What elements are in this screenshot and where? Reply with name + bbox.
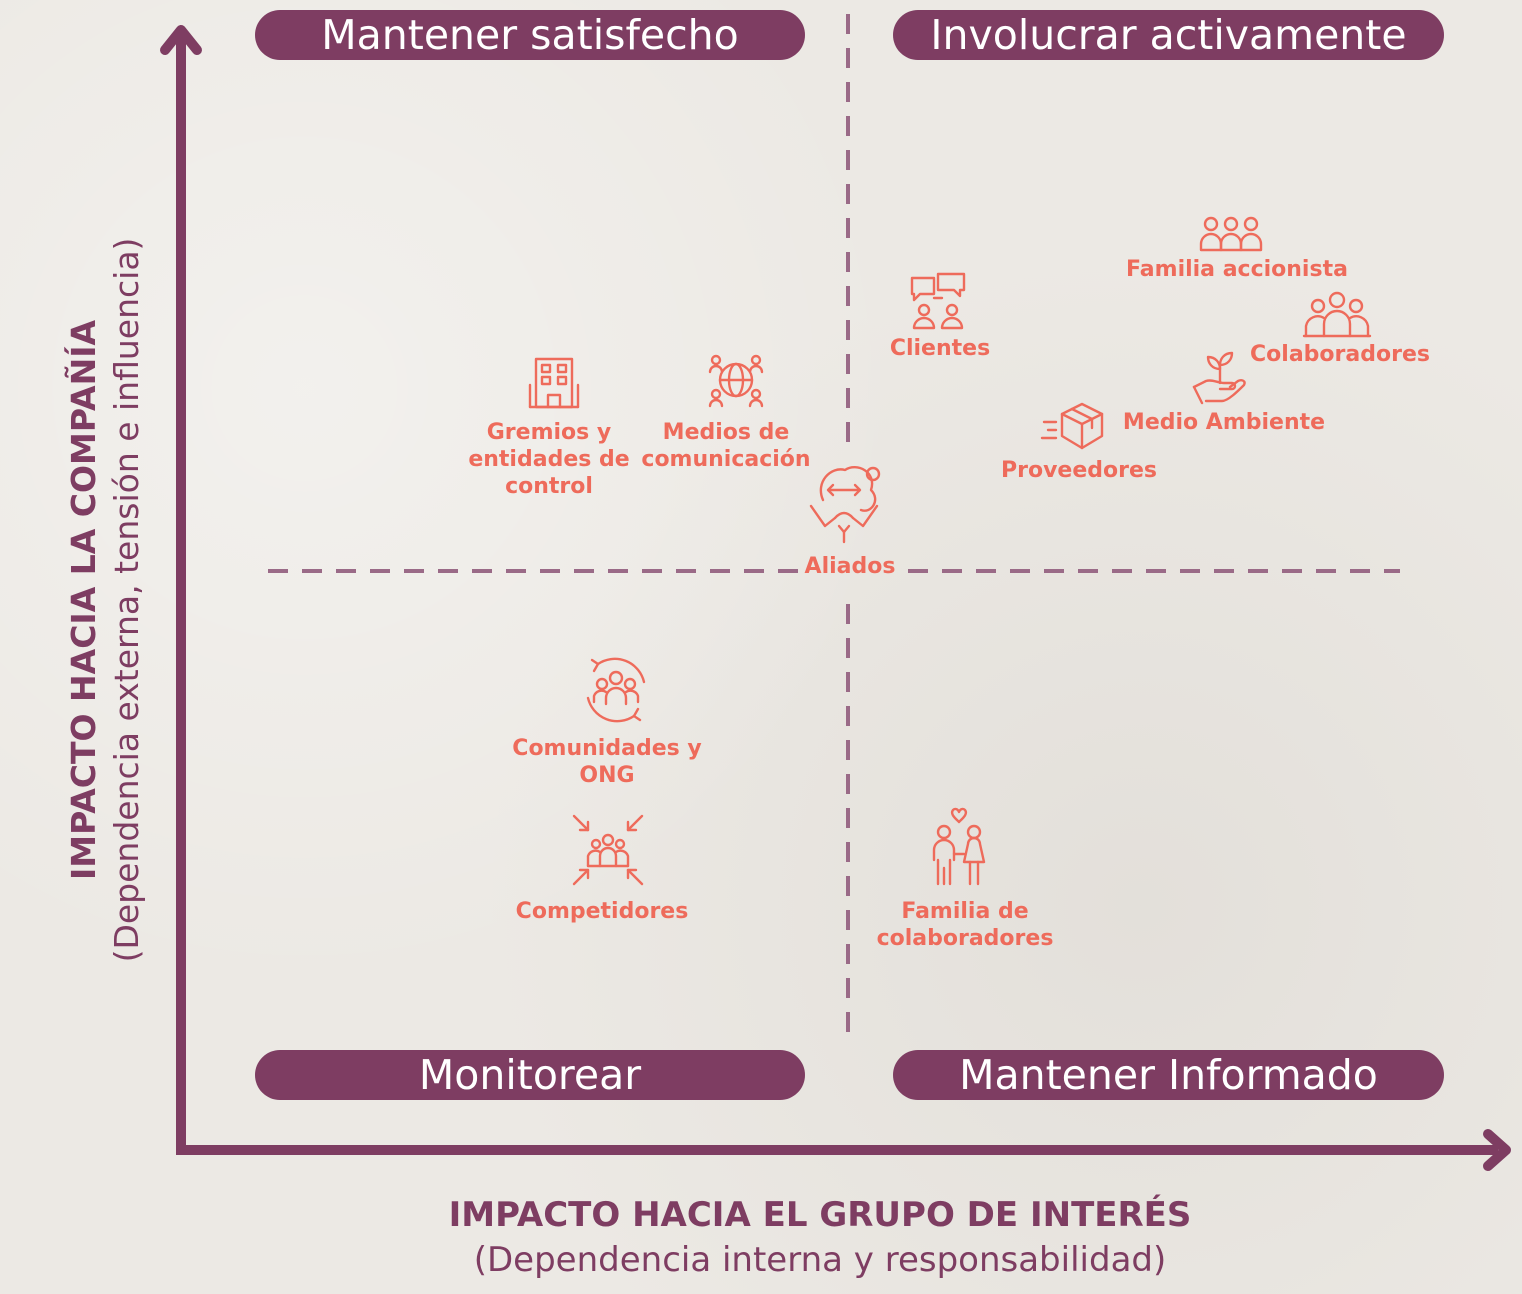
gremios-line1: Gremios y [486, 420, 612, 445]
stakeholder-comunidades-label: Comunidades y ONG [512, 735, 701, 789]
community-cycle-icon [586, 657, 646, 723]
y-axis-subtitle: (Dependencia externa, tensión e influenc… [107, 237, 146, 963]
comunidades-line1: Comunidades y [512, 736, 702, 761]
x-axis-subtitle: (Dependencia interna y responsabilidad) [473, 1240, 1167, 1280]
chat-people-icon [910, 272, 966, 330]
familia-colaboradores-line2: colaboradores [876, 926, 1054, 951]
globe-people-icon [708, 354, 764, 408]
x-axis-label: IMPACTO HACIA EL GRUPO DE INTERÉS (Depen… [449, 1192, 1192, 1282]
stakeholder-aliados-label: Aliados [804, 554, 896, 579]
medios-line2: comunicación [641, 447, 811, 472]
stakeholder-familia-colaboradores-label: Familia de colaboradores [877, 898, 1054, 952]
couple-heart-icon [932, 807, 986, 886]
y-axis-label: IMPACTO HACIA LA COMPAÑÍA (Dependencia e… [62, 238, 148, 963]
quadrant-bottom-right-label: Mantener Informado [893, 1050, 1444, 1100]
hand-plant-icon [1192, 351, 1246, 405]
group-three-icon [1199, 216, 1263, 252]
y-axis-title: IMPACTO HACIA LA COMPAÑÍA [64, 319, 103, 881]
medios-line1: Medios de [662, 420, 790, 445]
stakeholder-medio-ambiente-label: Medio Ambiente [1122, 410, 1326, 435]
delivery-box-icon [1040, 402, 1104, 450]
stakeholder-proveedores-label: Proveedores [1001, 458, 1157, 483]
quadrant-top-left-label: Mantener satisfecho [255, 10, 805, 60]
x-axis-title: IMPACTO HACIA EL GRUPO DE INTERÉS [448, 1195, 1192, 1235]
team-icon [1302, 291, 1372, 338]
quadrant-top-right-label: Involucrar activamente [893, 10, 1444, 60]
stakeholder-familia-accionista-label: Familia accionista [1126, 257, 1348, 282]
gremios-line3: control [505, 474, 593, 499]
stakeholder-competidores-label: Competidores [515, 899, 689, 924]
stakeholder-clientes-label: Clientes [889, 336, 991, 361]
quadrant-bottom-left-label: Monitorear [255, 1050, 805, 1100]
stakeholder-medios-label: Medios de comunicación [641, 419, 810, 473]
familia-colaboradores-line1: Familia de [901, 899, 1029, 924]
gremios-line2: entidades de [468, 447, 630, 472]
comunidades-line2: ONG [579, 763, 635, 788]
x-axis-arrow [176, 1129, 1511, 1171]
stakeholder-gremios-label: Gremios y entidades de control [468, 419, 629, 500]
y-axis-arrow [160, 25, 202, 1152]
handshake-head-icon [809, 466, 881, 544]
stakeholder-colaboradores-label: Colaboradores [1250, 342, 1430, 367]
building-icon [528, 357, 580, 409]
compete-group-icon [572, 814, 644, 886]
